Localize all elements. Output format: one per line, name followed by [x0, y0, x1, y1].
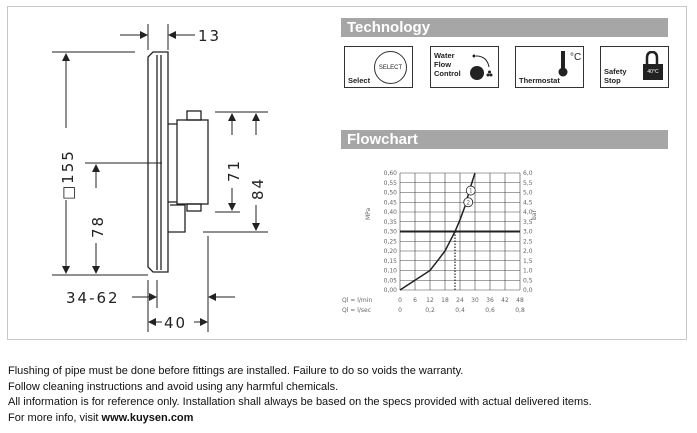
y-tick-left: 0,60	[384, 170, 398, 177]
curve-marker-circle	[465, 185, 476, 196]
dim-overall-height: □155	[59, 149, 77, 200]
y-tick-left: 0,25	[384, 238, 398, 245]
tile-label-line: Water	[434, 51, 455, 60]
tile-label: Select	[348, 76, 371, 85]
notes: Flushing of pipe must be done before fit…	[8, 364, 592, 426]
x-tick-lsec: 0,8	[515, 307, 525, 314]
tile-label: Thermostat	[519, 76, 560, 85]
curve-marker-circle	[463, 197, 474, 208]
y-tick-left: 0,30	[384, 229, 398, 236]
select-button-icon: SELECT	[374, 51, 407, 84]
note-cleaning: Follow cleaning instructions and avoid u…	[8, 380, 339, 393]
x-tick-lmin: 24	[456, 297, 464, 304]
y-tick-left: 0,00	[384, 287, 398, 294]
dim-body-outer: 84	[249, 177, 267, 200]
note-more-info: For more info, visit www.kuysen.com	[8, 411, 592, 427]
cover-plate	[147, 51, 169, 273]
x-tick-lmin: 0	[398, 297, 402, 304]
dim-body-depth: 40	[164, 314, 187, 332]
x-tick-lmin: 42	[501, 297, 509, 304]
flow-control-icon	[470, 54, 493, 80]
dim-top-depth: 13	[198, 27, 221, 45]
y-tick-right: 0,0	[523, 287, 533, 294]
dim-wall-range: 34-62	[66, 289, 120, 307]
y-tick-left: 0,45	[384, 199, 398, 206]
y-tick-left: 0,10	[384, 268, 398, 275]
y-axis-label-right: bar	[531, 210, 538, 220]
y-axis-label-left: MPa	[365, 207, 372, 220]
padlock-icon	[645, 51, 659, 65]
tech-tile-thermostat: °C Thermostat	[515, 46, 584, 88]
note-more-info-text: For more info, visit	[8, 411, 102, 424]
y-tick-right: 2,0	[523, 248, 533, 255]
x-axis-label-lsec: Ql = l/sec	[342, 307, 371, 314]
y-tick-right: 3,5	[523, 219, 533, 226]
x-tick-lsec: 0,6	[485, 307, 495, 314]
y-tick-left: 0,15	[384, 258, 398, 265]
y-tick-left: 0,55	[384, 180, 398, 187]
tech-tile-safety-stop: Safety Stop 40°C	[600, 46, 669, 88]
x-tick-lsec: 0,2	[425, 307, 435, 314]
x-tick-lsec: 0	[398, 307, 402, 314]
valve-body	[176, 119, 209, 205]
y-tick-right: 4,5	[523, 199, 533, 206]
tile-label-line: Stop	[604, 76, 621, 85]
padlock-body: 40°C	[643, 64, 663, 80]
flowchart-header: Flowchart	[341, 130, 668, 149]
note-reference: All information is for reference only. I…	[8, 396, 592, 408]
content-frame	[7, 6, 687, 340]
y-tick-left: 0,50	[384, 190, 398, 197]
celsius-label: °C	[570, 52, 582, 63]
y-tick-right: 0,5	[523, 277, 533, 284]
x-axis-label-lmin: Ql = l/min	[342, 297, 372, 304]
tile-label: Safety Stop	[604, 67, 627, 85]
y-tick-right: 2,5	[523, 238, 533, 245]
note-flushing: Flushing of pipe must be done before fit…	[8, 365, 464, 377]
dim-body-inner: 71	[225, 159, 243, 182]
y-tick-right: 4,0	[523, 209, 533, 216]
y-tick-left: 0,35	[384, 219, 398, 226]
website-link[interactable]: www.kuysen.com	[101, 411, 194, 424]
x-tick-lmin: 6	[413, 297, 417, 304]
x-tick-lmin: 36	[486, 297, 494, 304]
y-tick-right: 5,5	[523, 180, 533, 187]
x-tick-lmin: 12	[426, 297, 434, 304]
curve-marker-label: 2	[466, 199, 470, 206]
y-tick-left: 0,05	[384, 277, 398, 284]
thermometer-icon	[558, 51, 568, 77]
technology-header: Technology	[341, 18, 668, 37]
x-tick-lsec: 0,4	[455, 307, 465, 314]
y-tick-right: 5,0	[523, 190, 533, 197]
tile-label-line: Control	[434, 69, 461, 78]
tile-label-line: Safety	[604, 67, 627, 76]
y-tick-right: 1,5	[523, 258, 533, 265]
tech-tile-flow-control: Water Flow Control	[430, 46, 499, 88]
technical-drawing: 13 □155 78 71 84 34-62 40	[52, 24, 268, 332]
tech-tile-select: SELECT Select	[344, 46, 413, 88]
y-tick-right: 1,0	[523, 268, 533, 275]
curve-marker-label: 1	[469, 188, 473, 195]
y-tick-right: 6,0	[523, 170, 533, 177]
y-tick-right: 3,0	[523, 229, 533, 236]
tile-label: Water Flow Control	[434, 51, 461, 78]
tile-label-line: Flow	[434, 60, 452, 69]
x-tick-lmin: 18	[441, 297, 449, 304]
x-tick-lmin: 48	[516, 297, 524, 304]
y-tick-left: 0,20	[384, 248, 398, 255]
y-tick-left: 0,40	[384, 209, 398, 216]
x-tick-lmin: 30	[471, 297, 479, 304]
dim-center-height: 78	[89, 215, 107, 238]
